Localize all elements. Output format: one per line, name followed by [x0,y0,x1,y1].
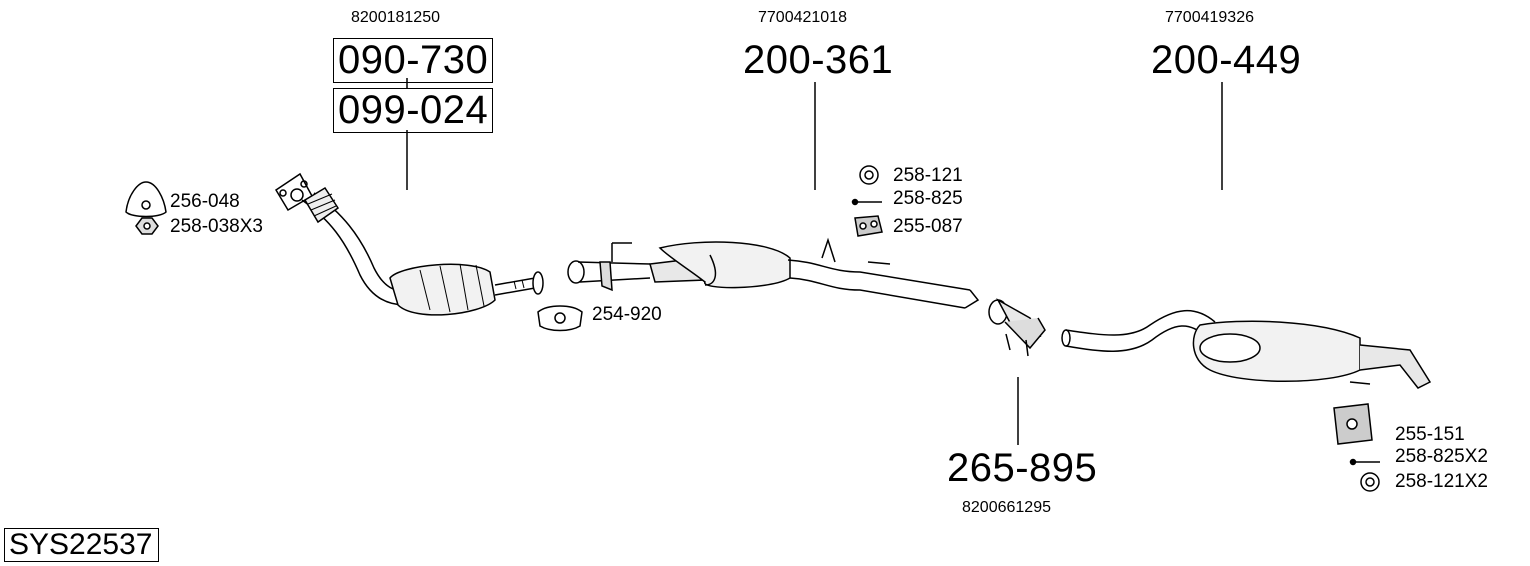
nut-icon [135,217,159,235]
gasket-icon [125,181,167,218]
catalyst-shape [389,263,544,316]
front-pipe-shape [274,172,411,306]
middle-silencer-shape [567,237,980,309]
part-rear-silencer: 200-449 [1151,38,1302,82]
rear-ring-icon [1360,472,1380,492]
hanger-icon [854,215,883,237]
fitting-hanger-rear: 255-151 [1395,424,1465,445]
ring-icon [859,165,879,185]
fitting-gasket-front: 256-048 [170,191,240,212]
part-catalyst: 099-024 [333,88,494,133]
fitting-clamp: 254-920 [592,304,662,325]
fitting-hanger-mid: 255-087 [893,216,963,237]
connector-shape [988,298,1046,357]
bolt-icon [851,198,882,206]
fitting-ring-rear: 258-121X2 [1395,471,1488,492]
oem-middle: 7700421018 [758,9,847,26]
rear-silencer-shape [1061,309,1432,389]
fitting-bolt-rear: 258-825X2 [1395,446,1488,467]
part-middle-silencer: 200-361 [743,38,894,82]
clamp-icon [537,305,583,332]
fitting-nut-front: 258-038X3 [170,216,263,237]
fitting-bolt-mid: 258-825 [893,188,963,209]
part-front-pipe: 090-730 [333,38,494,83]
fitting-ring-mid: 258-121 [893,165,963,186]
rear-bolt-icon [1349,458,1380,466]
oem-front: 8200181250 [351,9,440,26]
rear-hanger-icon [1333,403,1373,445]
oem-rear: 7700419326 [1165,9,1254,26]
part-connector-pipe: 265-895 [947,446,1098,490]
oem-connector: 8200661295 [962,499,1051,516]
system-code: SYS22537 [4,528,160,562]
